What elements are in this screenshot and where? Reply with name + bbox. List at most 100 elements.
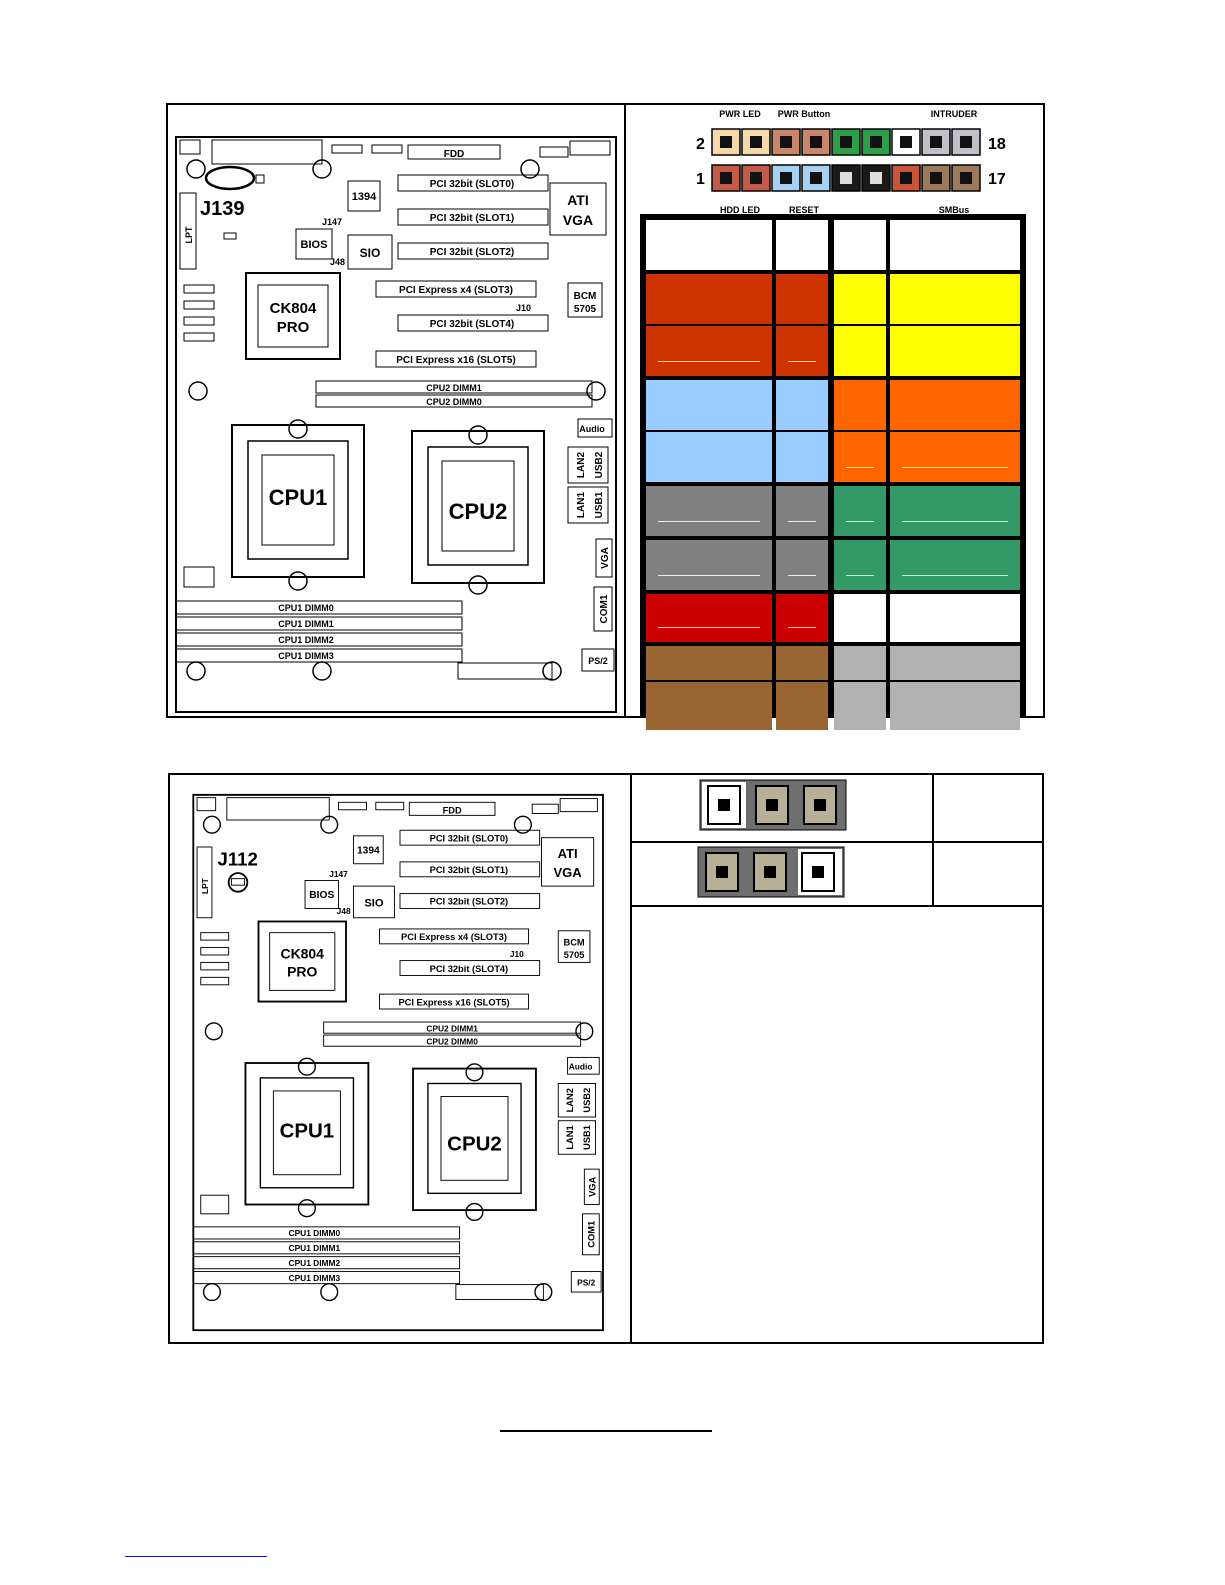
cell-underline [788, 521, 816, 522]
table-cell-r5-c4 [890, 486, 1020, 536]
svg-text:BIOS: BIOS [309, 890, 334, 901]
cpu1-dimm-1: CPU1 DIMM1 [175, 616, 463, 631]
pci-express-slot-5: PCI Express x16 (SLOT5) [375, 350, 537, 368]
table-cell-r5-c3 [834, 486, 886, 536]
table-header-cell-2 [776, 220, 828, 270]
svg-text:PRO: PRO [277, 319, 310, 336]
bottom-row-separator-2 [632, 905, 1042, 907]
cpu2-socket: CPU2 [411, 425, 545, 595]
table-cell-r8-c2 [776, 646, 828, 680]
svg-text:CK804: CK804 [281, 946, 325, 962]
table-cell-r3-c1 [646, 380, 772, 430]
svg-text:CPU1 DIMM0: CPU1 DIMM0 [289, 1228, 341, 1238]
header-bottom-pin-4 [801, 164, 831, 192]
table-header-cell-1 [646, 220, 772, 270]
pwr-led-label: PWR LED [719, 109, 761, 119]
svg-text:VGA: VGA [553, 865, 582, 880]
table-cell-r8-c4 [890, 646, 1020, 680]
svg-text:J10: J10 [510, 949, 524, 959]
fdd-label: FDD [443, 805, 462, 815]
header-bottom-pin-square-9 [960, 172, 972, 184]
pin-number-2: 2 [696, 136, 705, 153]
header-bottom-pin-2 [741, 164, 771, 192]
j10-label: J10 [516, 303, 531, 313]
table-cell-r5-c1 [646, 486, 772, 536]
header-bottom-pin-square-6 [870, 172, 882, 184]
table-cell-r3-c4 [890, 380, 1020, 430]
table-cell-r6-c2 [776, 540, 828, 590]
table-cell-r2-c3 [834, 326, 886, 376]
header-bottom-pin-square-3 [780, 172, 792, 184]
pci-slot-2: PCI 32bit (SLOT2) [397, 242, 549, 260]
motherboard-diagram-bottom: FDD LPT J112 1394 BIOS J147 SIO J48 PCI … [192, 793, 604, 1332]
cell-underline [658, 521, 760, 522]
svg-text:PCI Express x16 (SLOT5): PCI Express x16 (SLOT5) [396, 355, 516, 366]
header-top-pin-square-8 [930, 136, 942, 148]
header-top-pin-square-9 [960, 136, 972, 148]
svg-text:PS/2: PS/2 [588, 656, 608, 666]
cell-underline [846, 467, 874, 468]
vga-port: VGA [595, 538, 613, 578]
svg-text:CPU1: CPU1 [280, 1119, 335, 1142]
lan2-usb2-port: LAN2 USB2 [567, 446, 609, 484]
front-panel-header-diagram: PWR LED PWR Button INTRUDER 2 1 18 17 HD… [696, 109, 1006, 215]
table-cell-r2-c1 [646, 326, 772, 376]
table-cell-r2-c4 [890, 326, 1020, 376]
cell-underline [846, 521, 874, 522]
header-bottom-pin-9 [951, 164, 981, 192]
svg-text:USB2: USB2 [594, 451, 605, 478]
svg-text:SIO: SIO [360, 246, 381, 260]
header-bottom-pin-square-1 [720, 172, 732, 184]
table-cell-r1-c4 [890, 274, 1020, 324]
header-top-pin-square-6 [870, 136, 882, 148]
header-bottom-pin-square-2 [750, 172, 762, 184]
cell-underline [658, 361, 760, 362]
header-bottom-pin-square-4 [810, 172, 822, 184]
svg-text:CPU1: CPU1 [269, 485, 328, 510]
svg-text:1394: 1394 [357, 846, 380, 857]
svg-text:PCI Express x16 (SLOT5): PCI Express x16 (SLOT5) [398, 997, 509, 1007]
intruder-label: INTRUDER [931, 109, 978, 119]
bottom-panel: FDD LPT J112 1394 BIOS J147 SIO J48 PCI … [168, 773, 1044, 1344]
table-header-cell-3 [834, 220, 886, 270]
svg-text:CPU2 DIMM1: CPU2 DIMM1 [426, 1023, 478, 1033]
table-cell-r4-c4 [890, 432, 1020, 482]
lan1-usb1-port: LAN1 USB1 [567, 486, 609, 524]
cpu1-socket: CPU1 [231, 419, 365, 591]
j48-label: J48 [330, 257, 345, 267]
svg-text:PCI 32bit (SLOT1): PCI 32bit (SLOT1) [430, 865, 509, 875]
svg-text:VGA: VGA [600, 547, 611, 569]
table-cell-r5-c2 [776, 486, 828, 536]
bottom-panel-divider [630, 775, 632, 1342]
svg-text:J147: J147 [329, 869, 348, 879]
svg-text:CPU2: CPU2 [449, 499, 508, 524]
bottom-rule [500, 1430, 712, 1432]
table-header-cell-4 [890, 220, 1020, 270]
j139-highlight-ellipse [204, 165, 256, 191]
svg-text:SIO: SIO [364, 898, 384, 910]
table-cell-r1-c1 [646, 274, 772, 324]
svg-text:LAN1: LAN1 [576, 492, 587, 519]
j112-label: J112 [218, 849, 258, 870]
lpt-connector: LPT [179, 192, 197, 270]
cpu1-dimm-0: CPU1 DIMM0 [175, 600, 463, 615]
svg-text:ATI: ATI [567, 192, 589, 208]
cell-underline [788, 575, 816, 576]
pin-number-17: 17 [988, 171, 1006, 188]
svg-text:PCI Express x4 (SLOT3): PCI Express x4 (SLOT3) [401, 932, 507, 942]
lpt-label: LPT [184, 226, 194, 244]
header-top-pin-square-4 [810, 136, 822, 148]
svg-text:VGA: VGA [563, 212, 593, 228]
lpt-label: LPT [200, 877, 210, 894]
ati-vga-chip: ATI VGA [549, 182, 607, 236]
ck804-chip: CK804 PRO [245, 272, 341, 360]
com1-port: COM1 [593, 586, 613, 632]
table-cell-r7-c3 [834, 594, 886, 642]
svg-text:VGA: VGA [588, 1176, 598, 1196]
svg-text:CPU2: CPU2 [447, 1133, 502, 1156]
svg-text:PCI 32bit (SLOT4): PCI 32bit (SLOT4) [430, 964, 509, 974]
svg-text:LAN1: LAN1 [565, 1125, 575, 1149]
bios-chip: BIOS [295, 228, 333, 260]
svg-text:PCI 32bit (SLOT2): PCI 32bit (SLOT2) [430, 247, 514, 258]
table-cell-r2-c2 [776, 326, 828, 376]
